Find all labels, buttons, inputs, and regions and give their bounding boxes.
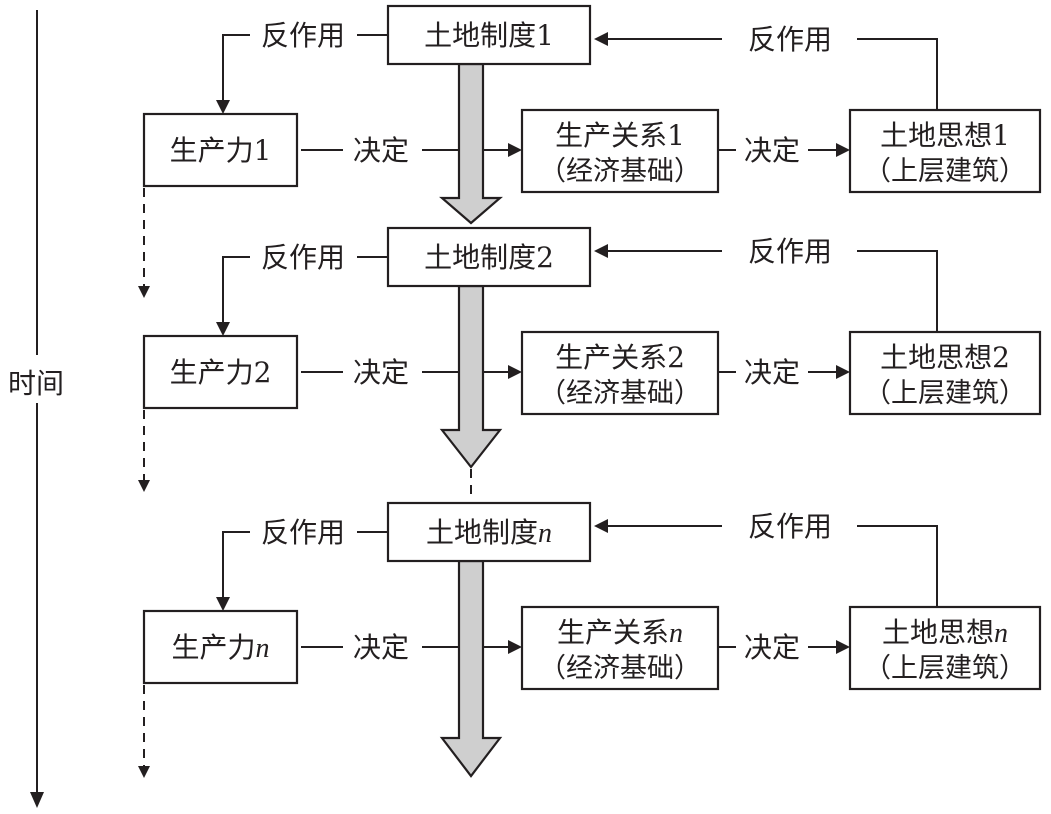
production-relations-box <box>520 108 720 194</box>
feedback-right-arrowhead-icon <box>594 244 608 258</box>
productivity-label: 生产力n <box>171 631 269 664</box>
productivity-label-text: 生产力 <box>170 356 254 389</box>
land-system-label-text: 土地制度 <box>426 516 538 549</box>
land-system-label: 土地制度n <box>426 516 552 549</box>
land-thought-label-text: 土地思想 <box>882 616 994 649</box>
land-thought-label-index: 2 <box>992 341 1010 374</box>
determines-right-label: 决定 <box>744 631 800 664</box>
land-thought-label-text: 土地思想 <box>880 119 992 152</box>
productivity-continuation-arrowhead-icon <box>138 480 150 492</box>
land-thought-label-index: 1 <box>992 119 1010 152</box>
production-relations-label: 生产关系1 <box>555 119 685 152</box>
productivity-label-index: n <box>256 633 270 664</box>
productivity-continuation-arrowhead-icon <box>138 766 150 778</box>
determines-left-arrowhead-icon <box>508 365 522 379</box>
feedback-right-line-a <box>857 250 938 332</box>
production-relations-box <box>520 330 720 416</box>
feedback-left-line-b <box>222 34 250 102</box>
productivity-label-index: 1 <box>254 134 272 167</box>
land-thought-box <box>848 330 1042 416</box>
feedback-right-label: 反作用 <box>748 510 832 543</box>
productivity-box <box>142 334 299 410</box>
feedback-right-arrowhead-icon <box>594 519 608 533</box>
production-relations-label: 生产关系n <box>557 616 683 649</box>
land-system-label-index: n <box>538 518 552 549</box>
productivity-label: 生产力2 <box>170 356 272 389</box>
feedback-right-line-a <box>857 38 938 110</box>
land-thought-label: 土地思想2 <box>880 341 1010 374</box>
feedback-right-line-a <box>857 525 938 607</box>
feedback-left-arrowhead-icon <box>216 100 230 114</box>
determines-left-label: 决定 <box>353 134 409 167</box>
time-axis: 时间 <box>8 10 64 808</box>
land-system-label-index: 2 <box>536 241 554 274</box>
economic-base-label: （经济基础） <box>539 378 701 409</box>
land-system-label-text: 土地制度 <box>424 19 536 52</box>
land-system-box <box>386 4 592 66</box>
production-relations-label-text: 生产关系 <box>555 119 667 152</box>
land-thought-box <box>848 108 1042 194</box>
production-relations-label-index: 1 <box>667 119 685 152</box>
land-system-label: 土地制度2 <box>424 241 554 274</box>
determines-right-label: 决定 <box>744 134 800 167</box>
productivity-continuation-arrowhead-icon <box>138 286 150 298</box>
evolution-arrow-icon <box>439 62 503 225</box>
feedback-right-arrowhead-icon <box>594 32 608 46</box>
economic-base-label: （经济基础） <box>539 653 701 684</box>
superstructure-label: （上层建筑） <box>864 156 1026 187</box>
land-thought-label-index: n <box>994 618 1008 649</box>
production-relations-label-text: 生产关系 <box>557 616 669 649</box>
land-system-box <box>386 501 592 563</box>
determines-left-label: 决定 <box>353 356 409 389</box>
determines-right-arrowhead-icon <box>836 143 850 157</box>
evolution-arrow-icon <box>439 284 503 469</box>
productivity-label-text: 生产力 <box>170 134 254 167</box>
productivity-label: 生产力1 <box>170 134 272 167</box>
productivity-box <box>142 609 299 685</box>
production-relations-label: 生产关系2 <box>555 341 685 374</box>
land-system-label-index: 1 <box>536 19 554 52</box>
feedback-left-arrowhead-icon <box>216 597 230 611</box>
determines-right-label: 决定 <box>744 356 800 389</box>
productivity-label-index: 2 <box>254 356 272 389</box>
feedback-left-label: 反作用 <box>261 516 345 549</box>
determines-right-arrowhead-icon <box>836 365 850 379</box>
production-relations-box <box>520 605 720 691</box>
time-axis-label: 时间 <box>8 367 64 400</box>
land-thought-label: 土地思想1 <box>880 119 1010 152</box>
feedback-left-line-b <box>222 531 250 599</box>
production-relations-label-index: n <box>669 618 683 649</box>
feedback-left-label: 反作用 <box>261 241 345 274</box>
superstructure-label: （上层建筑） <box>864 378 1026 409</box>
determines-right-arrowhead-icon <box>836 640 850 654</box>
determines-left-label: 决定 <box>353 631 409 664</box>
economic-base-label: （经济基础） <box>539 156 701 187</box>
evolution-arrow-icon <box>439 559 503 778</box>
land-system-label: 土地制度1 <box>424 19 554 52</box>
superstructure-label: （上层建筑） <box>864 653 1026 684</box>
production-relations-label-text: 生产关系 <box>555 341 667 374</box>
productivity-box <box>142 112 299 188</box>
land-thought-label-text: 土地思想 <box>880 341 992 374</box>
land-thought-box <box>848 605 1042 691</box>
land-system-label-text: 土地制度 <box>424 241 536 274</box>
feedback-left-line-b <box>222 256 250 324</box>
feedback-right-label: 反作用 <box>748 235 832 268</box>
land-thought-label: 土地思想n <box>882 616 1008 649</box>
feedback-right-label: 反作用 <box>748 23 832 56</box>
feedback-left-label: 反作用 <box>261 19 345 52</box>
determines-left-arrowhead-icon <box>508 640 522 654</box>
productivity-label-text: 生产力 <box>171 631 255 664</box>
production-relations-label-index: 2 <box>667 341 685 374</box>
land-system-box <box>386 226 592 288</box>
time-axis-arrowhead-icon <box>30 792 44 808</box>
determines-left-arrowhead-icon <box>508 143 522 157</box>
feedback-left-arrowhead-icon <box>216 322 230 336</box>
